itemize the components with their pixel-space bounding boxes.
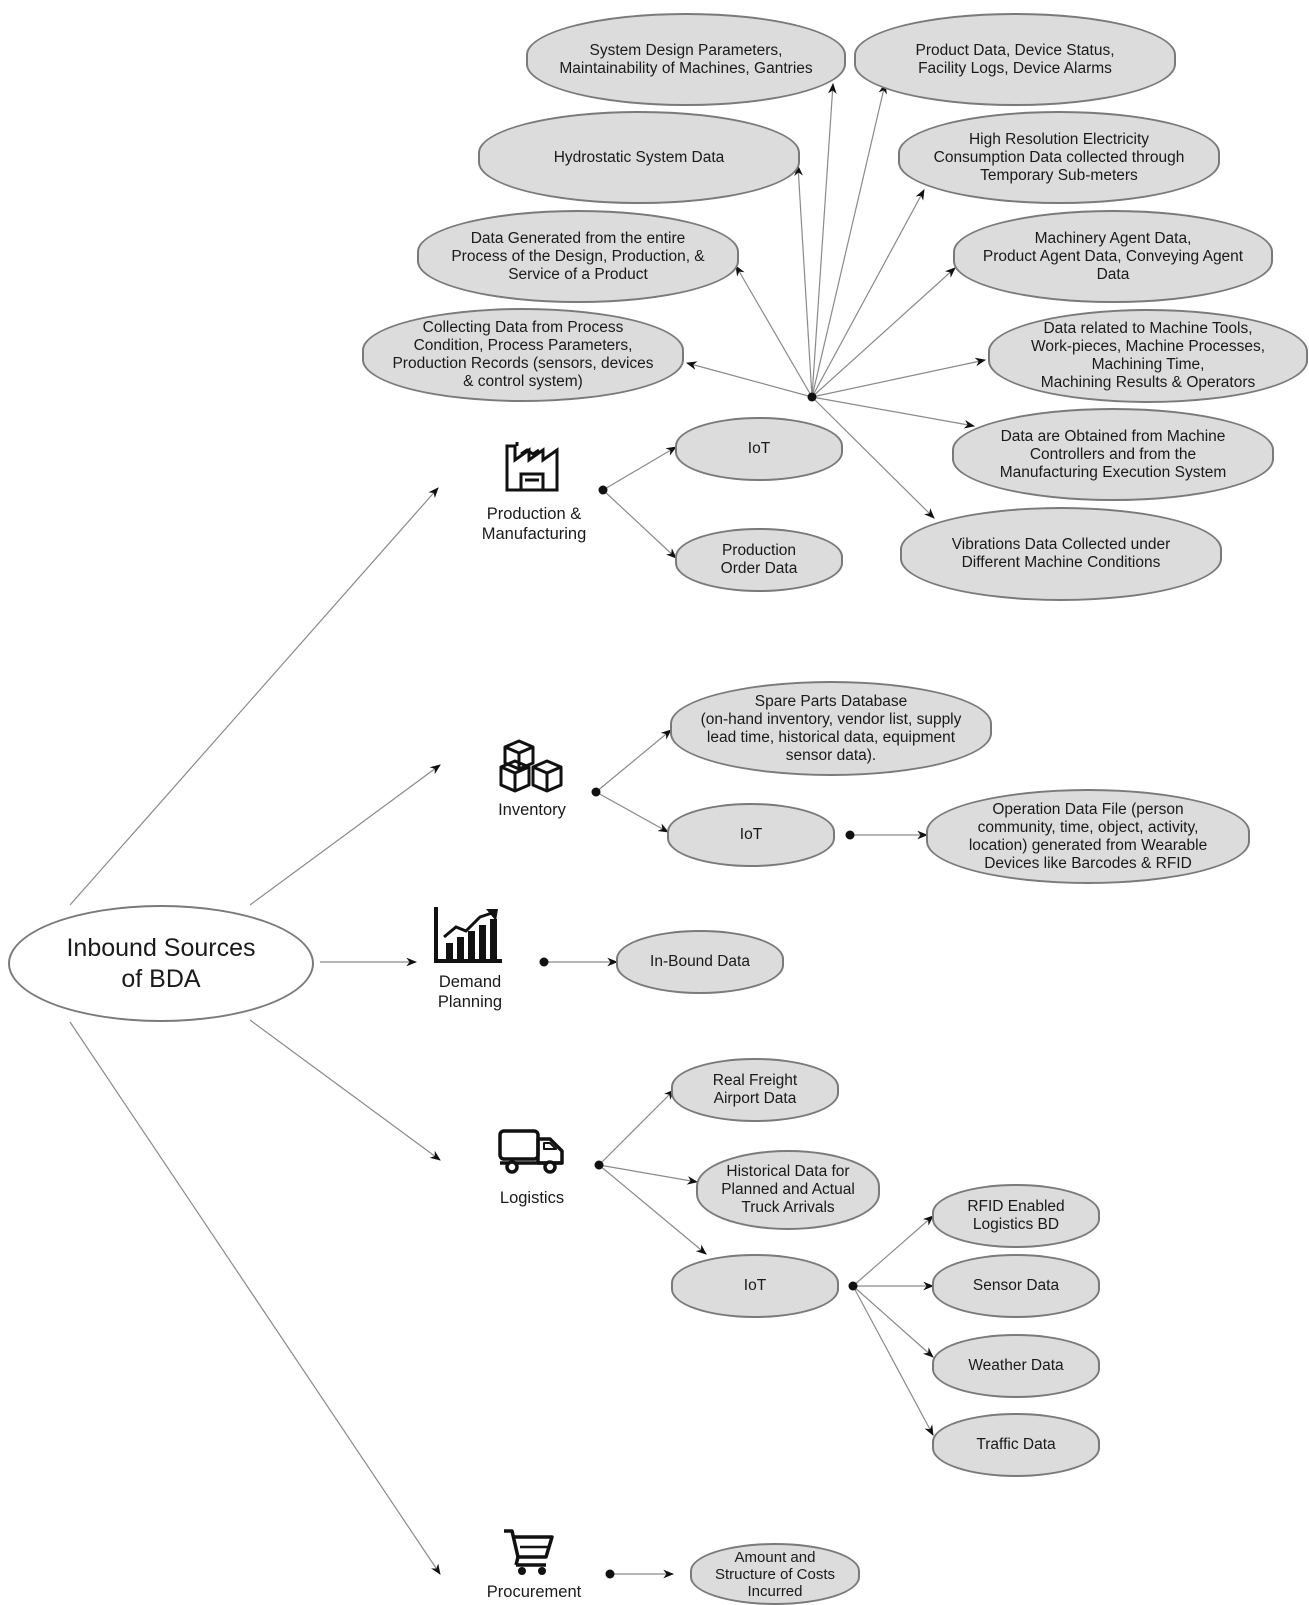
source-production-iot-label: IoT — [747, 440, 771, 457]
category-inventory-label: Inventory — [498, 801, 566, 819]
source-inventory-iot: IoT — [667, 803, 835, 867]
source-design-process: Data Generated from the entire Process o… — [417, 210, 739, 303]
source-system-design-label: System Design Parameters, Maintainabilit… — [559, 41, 813, 77]
edge-root-logistics — [249, 1019, 441, 1161]
source-product-data: Product Data, Device Status, Facility Lo… — [854, 13, 1176, 106]
source-spare-parts: Spare Parts Database (on-hand inventory,… — [670, 681, 992, 776]
category-logistics-label: Logistics — [499, 1189, 565, 1207]
hub-inventory-iot — [845, 830, 855, 840]
source-logistics-iot-label: IoT — [743, 1277, 767, 1294]
source-inventory-iot-label: IoT — [739, 826, 763, 843]
cart-icon — [504, 1529, 554, 1575]
source-production-iot: IoT — [675, 417, 843, 481]
root-node: Inbound Sources of BDA — [8, 905, 314, 1022]
hub-inventory — [591, 787, 601, 797]
category-production-label: Production & Manufacturing — [481, 505, 587, 543]
boxes-icon — [499, 739, 563, 793]
source-costs: Amount and Structure of Costs Incurred — [690, 1543, 860, 1605]
source-process-condition: Collecting Data from Process Condition, … — [362, 308, 684, 402]
hub-production — [598, 485, 608, 495]
root-label: Inbound Sources of BDA — [66, 933, 256, 993]
category-demand: Demand Planning — [418, 972, 522, 1012]
source-freight-label: Real Freight Airport Data — [712, 1072, 798, 1107]
source-controllers-label: Data are Obtained from Machine Controlle… — [999, 427, 1227, 481]
source-design-process-label: Data Generated from the entire Process o… — [451, 229, 705, 283]
source-inbound-label: In-Bound Data — [650, 953, 750, 970]
source-inbound: In-Bound Data — [616, 930, 784, 994]
source-electricity: High Resolution Electricity Consumption … — [898, 111, 1220, 204]
source-electricity-label: High Resolution Electricity Consumption … — [933, 130, 1185, 184]
source-historical-label: Historical Data for Planned and Actual T… — [721, 1163, 855, 1216]
source-operation-file: Operation Data File (person community, t… — [926, 789, 1250, 884]
edge-root-production — [69, 487, 439, 906]
source-freight: Real Freight Airport Data — [671, 1058, 839, 1122]
source-vibrations: Vibrations Data Collected under Differen… — [900, 507, 1222, 601]
hub-logistics-iot — [848, 1281, 858, 1291]
edge-root-procurement — [69, 1021, 441, 1575]
source-costs-label: Amount and Structure of Costs Incurred — [714, 1548, 836, 1600]
source-weather-label: Weather Data — [968, 1357, 1064, 1374]
source-hydrostatic-label: Hydrostatic System Data — [553, 148, 725, 166]
source-order-data: Production Order Data — [675, 528, 843, 592]
category-inventory: Inventory — [470, 800, 594, 820]
source-traffic: Traffic Data — [932, 1413, 1100, 1477]
source-machine-tools: Data related to Machine Tools, Work-piec… — [988, 309, 1308, 403]
truck-icon — [498, 1129, 564, 1174]
source-machine-tools-label: Data related to Machine Tools, Work-piec… — [1030, 320, 1266, 391]
source-order-data-label: Production Order Data — [720, 542, 798, 577]
source-sensor: Sensor Data — [932, 1254, 1100, 1318]
source-product-data-label: Product Data, Device Status, Facility Lo… — [915, 41, 1115, 77]
edge-prod-order — [602, 489, 677, 559]
edge-root-inventory — [249, 764, 441, 906]
hub-logistics — [594, 1160, 604, 1170]
hub-demand — [539, 957, 549, 967]
source-agents: Machinery Agent Data, Product Agent Data… — [953, 210, 1273, 303]
source-hydrostatic: Hydrostatic System Data — [478, 111, 800, 204]
source-vibrations-label: Vibrations Data Collected under Differen… — [951, 536, 1171, 571]
hub-production-burst — [807, 392, 817, 402]
source-historical: Historical Data for Planned and Actual T… — [696, 1150, 880, 1230]
source-sensor-label: Sensor Data — [972, 1277, 1060, 1294]
source-spare-parts-label: Spare Parts Database (on-hand inventory,… — [700, 692, 962, 764]
source-traffic-label: Traffic Data — [976, 1436, 1056, 1453]
category-logistics: Logistics — [470, 1188, 594, 1208]
source-controllers: Data are Obtained from Machine Controlle… — [952, 408, 1274, 501]
source-weather: Weather Data — [932, 1334, 1100, 1398]
category-procurement-label: Procurement — [486, 1583, 582, 1601]
edge-prod-iot — [602, 446, 677, 491]
source-rfid: RFID Enabled Logistics BD — [932, 1184, 1100, 1248]
bar-chart-icon — [434, 907, 502, 963]
category-demand-label: Demand Planning — [437, 973, 503, 1011]
hub-procurement — [605, 1569, 615, 1579]
factory-icon — [505, 442, 559, 492]
source-system-design: System Design Parameters, Maintainabilit… — [526, 13, 846, 106]
source-operation-file-label: Operation Data File (person community, t… — [968, 800, 1208, 872]
category-production: Production & Manufacturing — [452, 504, 616, 544]
category-procurement: Procurement — [464, 1582, 604, 1602]
source-process-condition-label: Collecting Data from Process Condition, … — [392, 319, 654, 390]
source-agents-label: Machinery Agent Data, Product Agent Data… — [982, 229, 1244, 283]
source-rfid-label: RFID Enabled Logistics BD — [967, 1198, 1065, 1233]
source-logistics-iot: IoT — [671, 1254, 839, 1318]
